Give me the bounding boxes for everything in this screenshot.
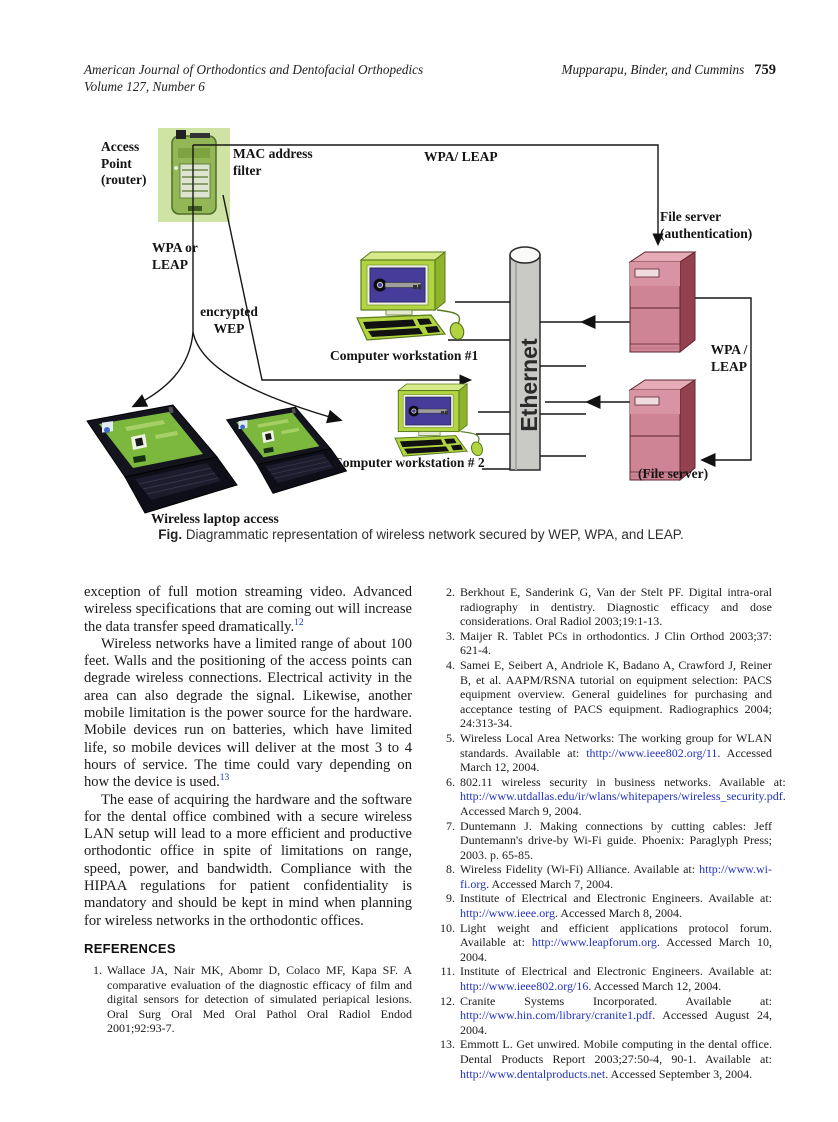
reference-number: 13. bbox=[440, 1037, 455, 1052]
reference-number: 9. bbox=[446, 891, 455, 906]
reference-link[interactable]: http://www.hin.com/library/cranite1.pdf bbox=[460, 1008, 653, 1023]
workstation2-label: Computer workstation # 2 bbox=[333, 455, 485, 470]
reference-text: Duntemann J. Making connections by cutti… bbox=[460, 818, 772, 862]
reference-number: 8. bbox=[446, 862, 455, 877]
reference-item: 12. Cranite Systems Incorporated. Availab… bbox=[437, 994, 772, 1038]
left-column: exception of full motion streaming video… bbox=[84, 584, 412, 1036]
access-point-label: Access Point (router) bbox=[101, 139, 147, 187]
workstation1-icon bbox=[356, 251, 467, 342]
workstation2-icon bbox=[394, 383, 485, 458]
reference-text: Wallace JA, Nair MK, Abomr D, Colaco MF,… bbox=[107, 962, 412, 1036]
router-to-fileserver-line bbox=[193, 144, 664, 247]
page-number: 759 bbox=[754, 62, 776, 78]
reference-text: Institute of Electrical and Electronic E… bbox=[460, 891, 772, 921]
reference-number: 11. bbox=[440, 964, 455, 979]
reference-item: 5. Wireless Local Area Networks: The work… bbox=[437, 731, 772, 775]
wpa-leap-top-label: WPA/ LEAP bbox=[424, 149, 498, 164]
figure-caption: Fig. Diagrammatic representation of wire… bbox=[78, 527, 764, 542]
reference-text: Wireless Local Area Networks: The workin… bbox=[460, 730, 772, 775]
reference-number: 1. bbox=[93, 962, 102, 977]
wep-arrow-right bbox=[192, 331, 343, 424]
reference-number: 5. bbox=[446, 730, 455, 745]
reference-link[interactable]: thttp://www.ieee802.org/11 bbox=[586, 745, 718, 760]
reference-link[interactable]: http://www.leapforum.org bbox=[531, 935, 657, 950]
reference-text: Cranite Systems Incorporated. Available … bbox=[460, 993, 772, 1037]
reference-text: Institute of Electrical and Electronic E… bbox=[460, 964, 772, 994]
citation-link[interactable]: 13 bbox=[219, 773, 230, 784]
fileserver-top-label: File server (authentication) bbox=[660, 209, 753, 241]
mac-filter-line bbox=[222, 194, 473, 386]
running-head: Mupparapu, Binder, and Cummins 759 bbox=[561, 62, 776, 95]
reference-item: 8. Wireless Fidelity (Wi-Fi) Alliance. Av… bbox=[437, 862, 772, 891]
references-list-right: 2. Berkhout E, Sanderink G, Van der Stelt… bbox=[437, 585, 786, 1081]
journal-title-block: American Journal of Orthodontics and Den… bbox=[84, 62, 423, 95]
page-header: American Journal of Orthodontics and Den… bbox=[84, 62, 776, 95]
reference-number: 6. bbox=[446, 774, 455, 789]
reference-number: 7. bbox=[446, 818, 455, 833]
workstation1-label: Computer workstation #1 bbox=[330, 348, 479, 363]
reference-text: Maijer R. Tablet PCs in orthodontics. J … bbox=[460, 628, 772, 658]
citation-link[interactable]: 12 bbox=[294, 617, 304, 628]
reference-text: Light weight and efficient applications … bbox=[460, 920, 773, 964]
encrypted-wep-label: encrypted WEP bbox=[200, 304, 258, 336]
reference-item: 10. Light weight and efficient applicatio… bbox=[437, 921, 772, 965]
reference-item: 1. Wallace JA, Nair MK, Abomr D, Colaco M… bbox=[84, 963, 412, 1036]
journal-volume: Volume 127, Number 6 bbox=[84, 78, 205, 94]
reference-number: 2. bbox=[446, 585, 455, 599]
paragraph: exception of full motion streaming video… bbox=[84, 584, 412, 635]
figure-caption-text: Diagrammatic representation of wireless … bbox=[185, 527, 684, 542]
paragraph: Wireless networks have a limited range o… bbox=[84, 635, 412, 791]
reference-number: 10. bbox=[440, 920, 455, 935]
reference-text: Emmott L. Get unwired. Mobile computing … bbox=[460, 1037, 772, 1081]
references-list-left: 1. Wallace JA, Nair MK, Abomr D, Colaco M… bbox=[84, 963, 412, 1036]
fileserver-bottom-icon bbox=[629, 379, 696, 481]
reference-link[interactable]: http://www.utdallas.edu/ir/wlans/whitepa… bbox=[460, 789, 783, 804]
fileserver-bottom-label: (File server) bbox=[638, 466, 709, 481]
reference-text: 802.11 wireless security in business net… bbox=[460, 774, 786, 818]
reference-number: 12. bbox=[440, 993, 455, 1008]
reference-item: 11. Institute of Electrical and Electroni… bbox=[437, 964, 772, 993]
reference-item: 6. 802.11 wireless security in business n… bbox=[437, 774, 786, 819]
ethernet-label: Ethernet bbox=[516, 338, 542, 432]
wep-arrow-left bbox=[131, 331, 194, 408]
figure-caption-label: Fig. bbox=[158, 527, 183, 542]
paragraph: The ease of acquiring the hardware and t… bbox=[84, 791, 412, 929]
wpa-leap-right-line bbox=[695, 297, 752, 467]
right-column: 2. Berkhout E, Sanderink G, Van der Stelt… bbox=[437, 585, 786, 1081]
reference-item: 3. Maijer R. Tablet PCs in orthodontics. … bbox=[437, 629, 772, 658]
reference-item: 2. Berkhout E, Sanderink G, Van der Stelt… bbox=[437, 585, 772, 629]
wpa-leap-right-label: WPA / LEAP bbox=[710, 342, 748, 374]
reference-link[interactable]: http://www.wi-fi.org bbox=[460, 862, 772, 891]
reference-item: 7. Duntemann J. Making connections by cut… bbox=[437, 819, 772, 863]
wpa-or-leap-label: WPA or LEAP bbox=[152, 240, 198, 272]
network-diagram-figure bbox=[86, 128, 752, 514]
reference-link[interactable]: http://www.dentalproducts.net bbox=[460, 1066, 606, 1081]
wireless-laptop-label: Wireless laptop access bbox=[151, 511, 279, 526]
mac-filter-label: MAC address filter bbox=[233, 146, 313, 178]
laptop-right-icon bbox=[226, 406, 348, 494]
references-heading: REFERENCES bbox=[84, 940, 176, 956]
reference-item: 4. Samei E, Seibert A, Andriole K, Badano… bbox=[437, 658, 772, 731]
ethernet-pipe bbox=[509, 246, 541, 471]
journal-title: American Journal of Orthodontics and Den… bbox=[84, 62, 424, 77]
reference-text: Wireless Fidelity (Wi-Fi) Alliance. Avai… bbox=[460, 862, 772, 891]
reference-item: 9. Institute of Electrical and Electronic… bbox=[437, 891, 772, 920]
reference-number: 3. bbox=[446, 628, 455, 643]
network-lines bbox=[131, 144, 752, 470]
laptop-left-icon bbox=[86, 404, 238, 514]
fileserver-top-icon bbox=[629, 251, 696, 353]
reference-text: Berkhout E, Sanderink G, Van der Stelt P… bbox=[460, 585, 772, 629]
reference-number: 4. bbox=[446, 657, 455, 672]
reference-item: 13. Emmott L. Get unwired. Mobile computi… bbox=[437, 1037, 772, 1081]
access-point-router-icon bbox=[158, 128, 230, 222]
reference-link[interactable]: http://www.ieee.org bbox=[460, 906, 555, 921]
reference-link[interactable]: http://www.ieee802.org/16 bbox=[460, 979, 589, 994]
reference-text: Samei E, Seibert A, Andriole K, Badano A… bbox=[460, 657, 772, 731]
running-authors: Mupparapu, Binder, and Cummins bbox=[561, 62, 745, 77]
